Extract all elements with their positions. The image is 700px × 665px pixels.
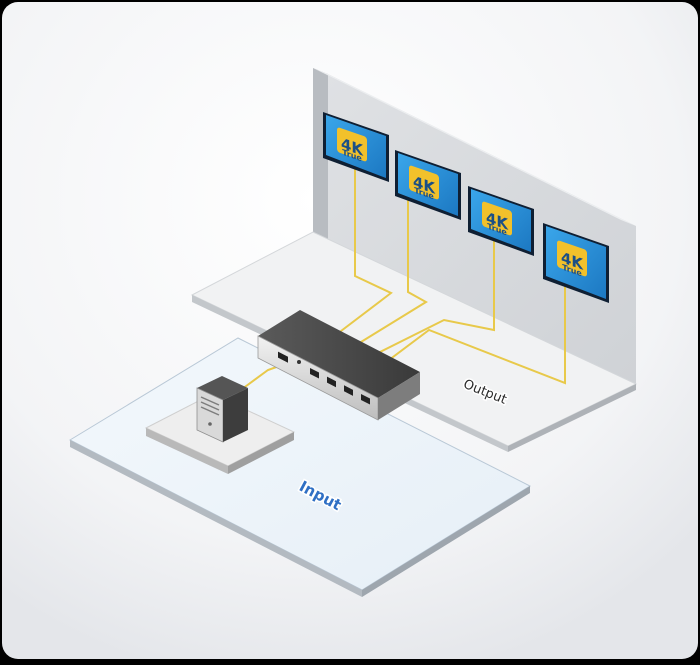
monitor-1: 4K True <box>323 112 389 182</box>
splitter-device <box>257 310 420 421</box>
badge-main-text: 4K <box>561 249 584 274</box>
badge-4k-true <box>557 240 587 277</box>
hdmi-output-port-2 <box>327 376 336 388</box>
badge-main-text: 4K <box>341 135 364 160</box>
badge-4k-true <box>482 201 512 236</box>
cable-to-monitor-4 <box>368 268 566 385</box>
monitor-3: 4K True <box>468 186 534 256</box>
pc-tower <box>196 376 248 443</box>
monitor-2: 4K True <box>395 150 461 220</box>
badge-main-text: 4K <box>413 173 436 198</box>
cable-to-monitor-1 <box>315 165 393 351</box>
badge-main-text: 4K <box>486 209 509 234</box>
hdmi-output-port-1 <box>310 367 319 379</box>
hdmi-output-port-4 <box>361 393 370 405</box>
monitor-4: 4K True <box>543 223 609 303</box>
hdmi-output-port-3 <box>344 385 353 396</box>
cable-to-monitor-3 <box>351 232 495 367</box>
hdmi-input-port <box>278 351 288 363</box>
badge-4k-true <box>337 127 367 162</box>
output-cables <box>315 165 566 385</box>
pc-power-button-icon <box>208 422 212 426</box>
input-floor <box>68 337 532 597</box>
badge-4k-true <box>409 165 439 200</box>
power-led <box>297 360 301 364</box>
cable-to-monitor-2 <box>334 200 428 359</box>
